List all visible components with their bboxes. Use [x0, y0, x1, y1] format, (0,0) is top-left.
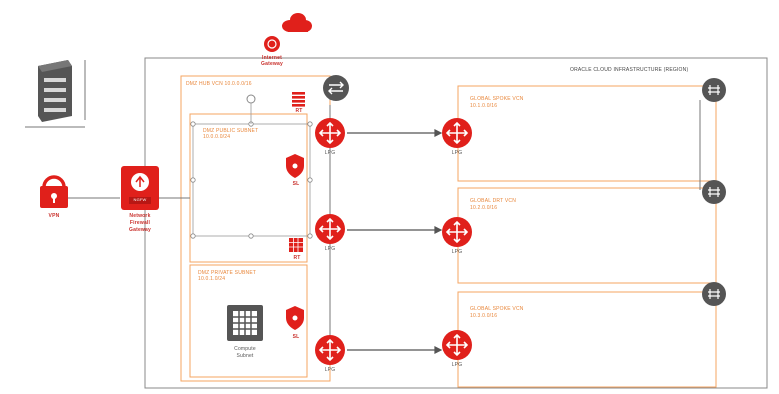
sl-label-2: SL	[292, 334, 300, 340]
lpg-router-icon-spoke-3	[442, 330, 472, 360]
lpg-label-hub-1: LPG	[324, 150, 336, 156]
cloud-icon	[282, 13, 312, 32]
compute-label-line-1: Compute	[234, 346, 256, 352]
vpn-lock-icon	[40, 175, 68, 208]
lpg-label-hub-2: LPG	[324, 246, 336, 252]
lpg-router-icon-spoke-1	[442, 118, 472, 148]
public-subnet-boundary	[189, 113, 308, 263]
public-subnet-label: DMZ PUBLIC SUBNET 10.0.0.0/24	[203, 128, 259, 140]
private-subnet-label: DMZ PRIVATE SUBNET 10.0.1.0/24	[198, 270, 257, 282]
vpn-label: VPN	[48, 213, 60, 219]
selection-box	[192, 123, 311, 237]
rt-label-1: RT	[295, 108, 303, 114]
internet-gateway-label: Internet Gateway	[261, 55, 283, 67]
lpg-router-icon-hub-3	[315, 335, 345, 365]
compute-icon	[227, 305, 263, 341]
spoke-vcn-3-cidr: 10.3.0.0/16	[470, 313, 498, 319]
lpg-label-spoke-1: LPG	[451, 150, 463, 156]
internet-gateway-icon	[264, 36, 280, 52]
lpg-router-icon-hub-2	[315, 214, 345, 244]
security-list-shield-icon-1	[286, 154, 304, 178]
spoke-vcn-1-name: GLOBAL SPOKE VCN	[470, 96, 524, 102]
appliance-badge: NGFW	[133, 197, 147, 202]
hub-vcn-label: DMZ HUB VCN 10.0.0.0/16	[186, 81, 252, 87]
lpg-router-icon-spoke-2	[442, 217, 472, 247]
spoke-vcn-1-cidr: 10.1.0.0/16	[470, 103, 498, 109]
sl-label-1: SL	[292, 181, 300, 187]
compute-label-line-2: Subnet	[236, 353, 254, 359]
spoke-vcn-2-name: GLOBAL DRT VCN	[470, 198, 517, 204]
route-table-icon	[292, 92, 305, 107]
lpg-label-spoke-2: LPG	[451, 249, 463, 255]
lpg-label-hub-3: LPG	[324, 367, 336, 373]
appliance-label-line-1: Network	[129, 213, 151, 219]
route-table-icon-2	[289, 238, 303, 252]
rotate-handle	[246, 94, 256, 124]
region-title: ORACLE CLOUD INFRASTRUCTURE (REGION)	[570, 67, 689, 73]
lpg-label-spoke-3: LPG	[451, 362, 463, 368]
lpg-router-icon-hub-1	[315, 118, 345, 148]
firewall-appliance-icon	[121, 166, 159, 210]
drg-icon	[323, 75, 349, 101]
region-boundary	[144, 57, 768, 389]
selection-handles	[190, 121, 313, 239]
spoke-gateway-icon-2	[702, 180, 726, 204]
spoke-vcn-3-name: GLOBAL SPOKE VCN	[470, 306, 524, 312]
appliance-label-line-3: Gateway	[129, 227, 151, 233]
private-subnet-boundary	[189, 264, 308, 378]
security-list-shield-icon-2	[286, 306, 304, 330]
server-icon	[38, 60, 72, 122]
spoke-gateway-icon-3	[702, 282, 726, 306]
rt-label-2: RT	[293, 255, 301, 261]
lpg-arrows	[347, 129, 443, 354]
spoke-gateway-icon-1	[702, 78, 726, 102]
spoke-vcn-2-cidr: 10.2.0.0/16	[470, 205, 498, 211]
appliance-label-line-2: Firewall	[129, 220, 151, 226]
